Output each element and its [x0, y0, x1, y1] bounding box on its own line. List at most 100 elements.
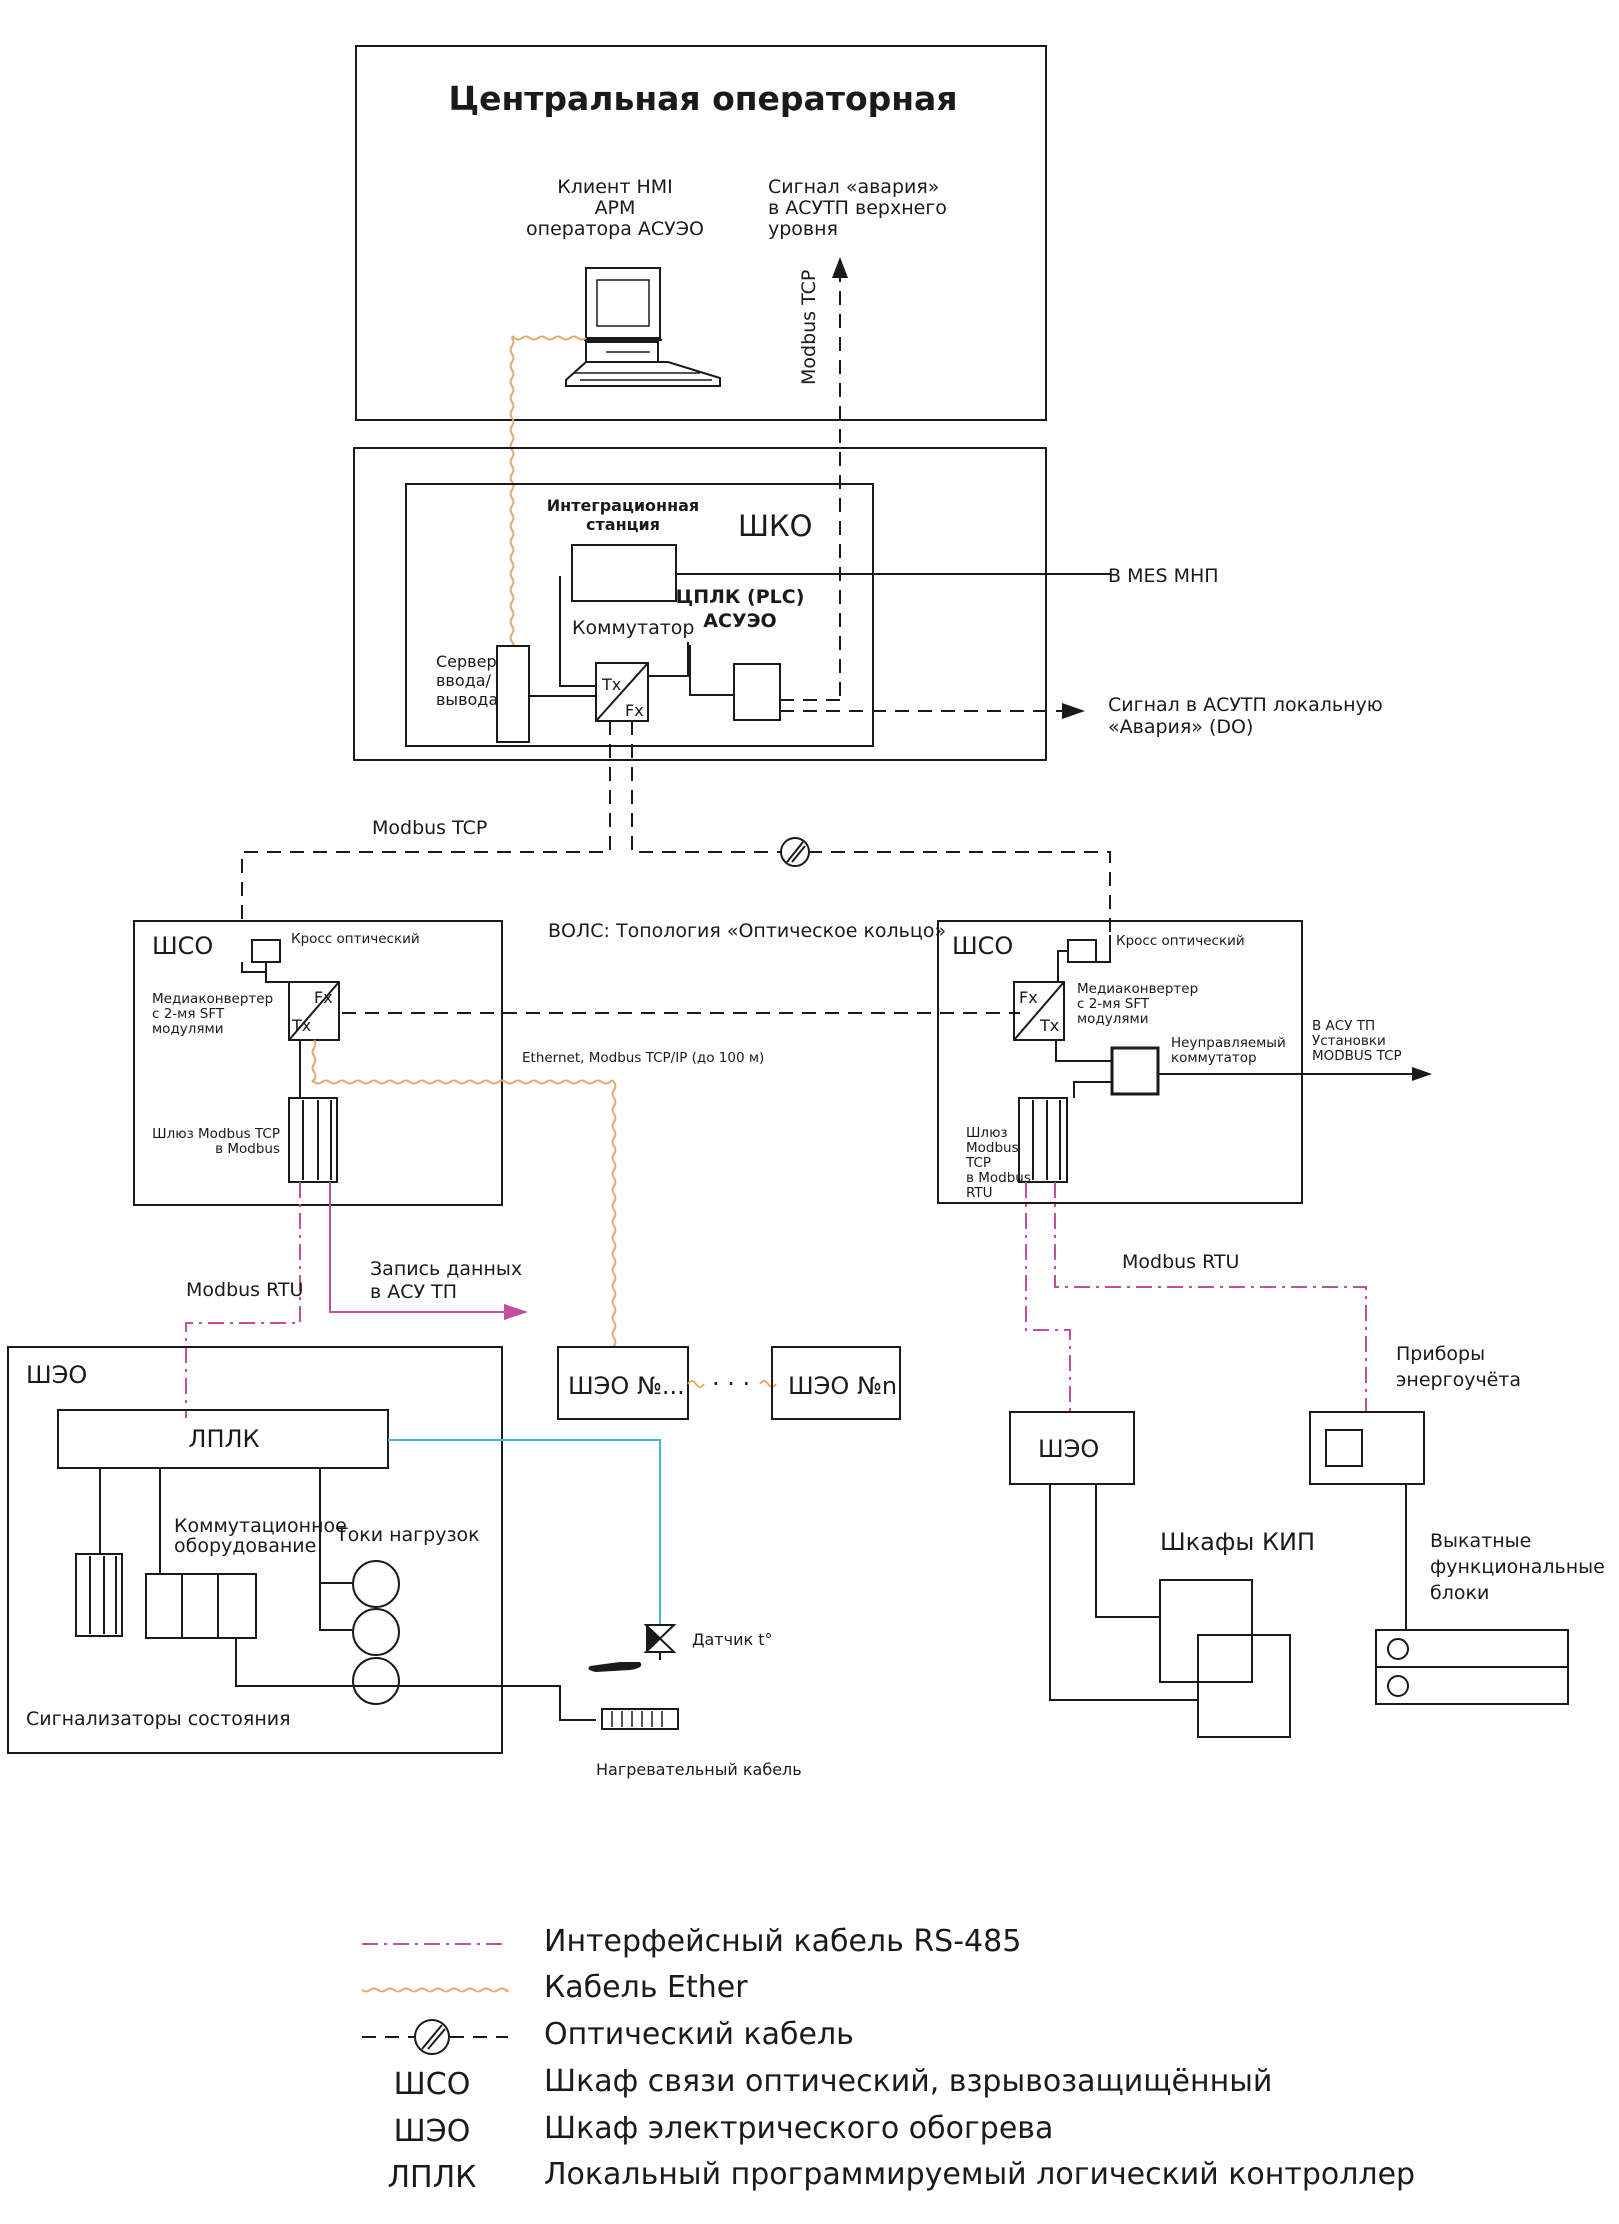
current-sensor-3	[352, 1657, 400, 1705]
ring-modbus-tcp-label: Modbus TCP	[372, 817, 487, 839]
legend-ethernet-text: Кабель Ether	[544, 1970, 748, 2005]
ring-left-optical-line	[241, 721, 611, 927]
shko-cabinet: ШКО Интеграционная станция ЦПЛК (PLC) АС…	[353, 447, 1110, 761]
switch-to-plc-line	[648, 642, 734, 696]
computer-icon	[565, 267, 721, 387]
meters-label-2: энергоучёта	[1396, 1369, 1521, 1391]
units-label-1: Выкатные	[1430, 1530, 1531, 1552]
left-record-data-arrowhead	[504, 1304, 528, 1320]
ring-right-optical-line-b	[808, 851, 1111, 935]
shso-right-cross-label: Кросс оптический	[1116, 933, 1245, 949]
shso-left-mc-label-2: с 2-мя SFT	[152, 1006, 225, 1022]
legend: Интерфейсный кабель RS-485 Кабель Ether …	[361, 1924, 1415, 2195]
central-operator-title: Центральная операторная	[448, 79, 957, 118]
central-operator-room-frame	[355, 45, 1047, 421]
legend-optical-symbol-icon	[414, 2019, 450, 2055]
left-record-data-line	[329, 1182, 510, 1313]
shso-right-switch-to-gw	[1073, 1081, 1113, 1098]
status-indicator-block	[75, 1468, 123, 1637]
sheo-main-title: ШЭО	[26, 1361, 87, 1389]
switch-label: Коммутатор	[572, 617, 695, 639]
currents-label: Токи нагрузок	[335, 1524, 480, 1546]
heating-cable-label: Нагревательный кабель	[596, 1760, 802, 1779]
shso-left-cross-box	[251, 939, 281, 963]
current-sensor-2	[352, 1608, 400, 1656]
currents-bus-line	[319, 1468, 352, 1631]
shso-left-gw-label-2: в Modbus	[215, 1141, 280, 1157]
current-sensor-1	[352, 1560, 400, 1608]
sheo-to-kip-line-2	[1049, 1484, 1198, 1701]
shso-left-gateway	[288, 1097, 338, 1183]
plc-box	[733, 663, 781, 721]
right-rs485-line-sheo	[1025, 1182, 1071, 1412]
legend-optical-text: Оптический кабель	[544, 2017, 854, 2052]
shso-right-cabinet: ШСО Кросс оптический Fx Tx Медиаконверте…	[937, 920, 1432, 1204]
sheo-chain-dots: · · ·	[712, 1370, 750, 1398]
io-server-box	[496, 645, 530, 743]
integration-station-label-2: станция	[586, 515, 660, 534]
shko-title: ШКО	[738, 509, 812, 543]
legend-shso-text: Шкаф связи оптический, взрывозащищённый	[544, 2064, 1272, 2099]
upper-alarm-label-1: Сигнал «авария»	[768, 176, 939, 198]
shso-left-cross-link	[241, 962, 267, 973]
shso-left-mc-tx: Tx	[291, 1016, 311, 1035]
upper-alarm-label-3: уровня	[768, 218, 838, 240]
legend-lplk-symbol: ЛПЛК	[388, 2160, 477, 2195]
heating-cable-icon	[601, 1708, 679, 1730]
status-indicators-label: Сигнализаторы состояния	[26, 1708, 291, 1730]
upper-alarm-label-2: в АСУТП верхнего	[768, 197, 947, 219]
shso-right-mc-label-1: Медиаконвертер	[1077, 981, 1198, 997]
switching-label-1: Коммутационное	[174, 1515, 347, 1537]
switching-label-2: оборудование	[174, 1535, 316, 1557]
shso-right-frame	[937, 920, 1303, 1204]
shso-right-mc-to-switch	[1055, 1040, 1112, 1062]
shso-right-gateway	[1018, 1097, 1068, 1183]
shso-right-mc-label-3: модулями	[1077, 1011, 1148, 1027]
asu-label-1: В АСУ ТП	[1312, 1018, 1375, 1034]
energy-meter-display	[1325, 1429, 1363, 1467]
switching-equipment-block	[145, 1468, 257, 1639]
shso-right-media-converter: Fx Tx	[1013, 981, 1065, 1041]
right-sheo-box	[1009, 1411, 1135, 1485]
ring-right-optical-line-a	[631, 721, 781, 853]
shso-left-cabinet: ШСО Кросс оптический Медиаконвертер с 2-…	[133, 920, 503, 1206]
hmi-ethernet-cable	[509, 335, 587, 647]
shso-left-ethernet-cable	[311, 1039, 617, 1348]
sheo-n-label: ШЭО №n	[788, 1372, 897, 1400]
heating-cable-feed-line	[235, 1638, 596, 1721]
server-label-3: вывода	[436, 690, 498, 709]
units-label-2: функциональные	[1430, 1556, 1605, 1578]
asu-modbus-tcp-arrowhead	[1412, 1067, 1432, 1081]
shso-left-mc-label-1: Медиаконвертер	[152, 991, 273, 1007]
shso-right-title: ШСО	[952, 932, 1013, 960]
shko-switch: Tx Fx	[595, 662, 649, 722]
shso-right-cross-to-mc	[1057, 950, 1068, 982]
kip-cabinets-label: Шкафы КИП	[1160, 1528, 1315, 1556]
sensor-signal-line	[388, 1439, 661, 1625]
shso-right-gw-label-3: TCP	[965, 1155, 991, 1171]
sheo-chain-ethernet-2	[759, 1380, 777, 1388]
sheo-n-box	[771, 1346, 901, 1420]
temperature-sensor-label: Датчик t°	[692, 1630, 773, 1649]
shso-right-cross-box	[1067, 939, 1097, 963]
unmanaged-switch-label-1: Неуправляемый	[1171, 1035, 1286, 1051]
shko-switch-tx-label: Tx	[601, 675, 621, 694]
right-rs485-line-meters	[1054, 1182, 1367, 1412]
hmi-client-label-1: Клиент HMI	[557, 176, 672, 198]
lplk-label: ЛПЛК	[188, 1425, 259, 1453]
upper-alarm-arrowhead	[832, 257, 848, 278]
kip-cabinets-icon	[1159, 1579, 1291, 1738]
record-data-label-2: в АСУ ТП	[370, 1281, 457, 1303]
shko-switch-fx-label: Fx	[625, 701, 644, 720]
local-alarm-arrowhead	[1062, 703, 1085, 719]
sheo-main-cabinet: ШЭО ЛПЛК Коммутационное оборудование Ток…	[7, 1346, 596, 1754]
modbus-tcp-vertical-label: Modbus TCP	[798, 270, 820, 385]
shso-left-mc-fx: Fx	[314, 988, 333, 1007]
unmanaged-switch-box	[1110, 1046, 1160, 1096]
plc-label-2: АСУЭО	[703, 610, 776, 632]
left-modbus-rtu-label: Modbus RTU	[186, 1279, 303, 1301]
right-sheo-label: ШЭО	[1038, 1435, 1099, 1463]
shso-right-mc-tx: Tx	[1039, 1016, 1059, 1035]
station-to-switch-line	[559, 576, 596, 687]
